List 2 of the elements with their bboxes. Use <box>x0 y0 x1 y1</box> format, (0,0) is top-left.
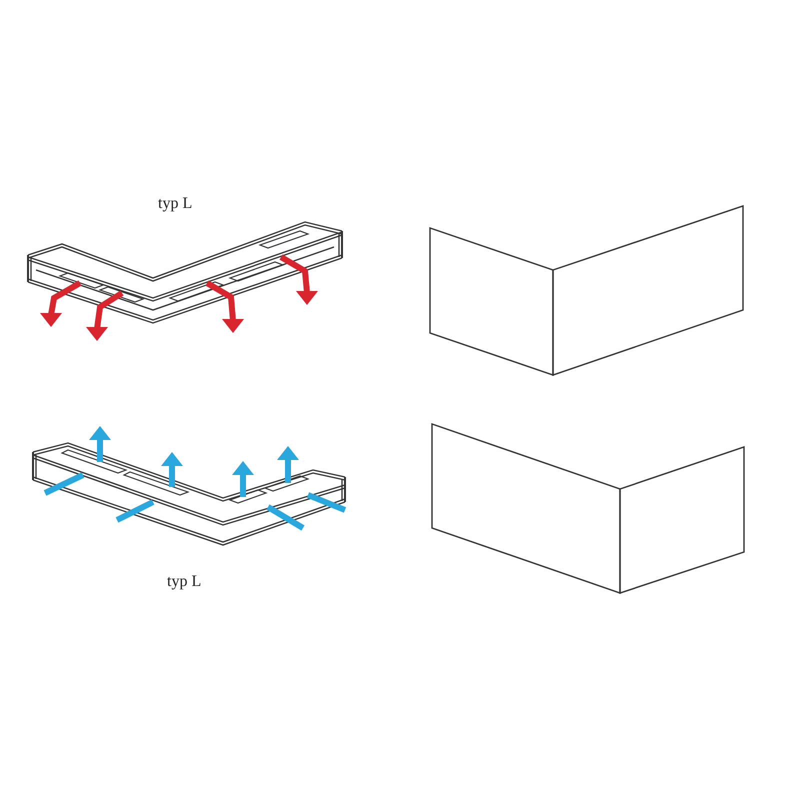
type-label: typ L <box>167 573 202 591</box>
type-label: typ L <box>158 195 192 213</box>
